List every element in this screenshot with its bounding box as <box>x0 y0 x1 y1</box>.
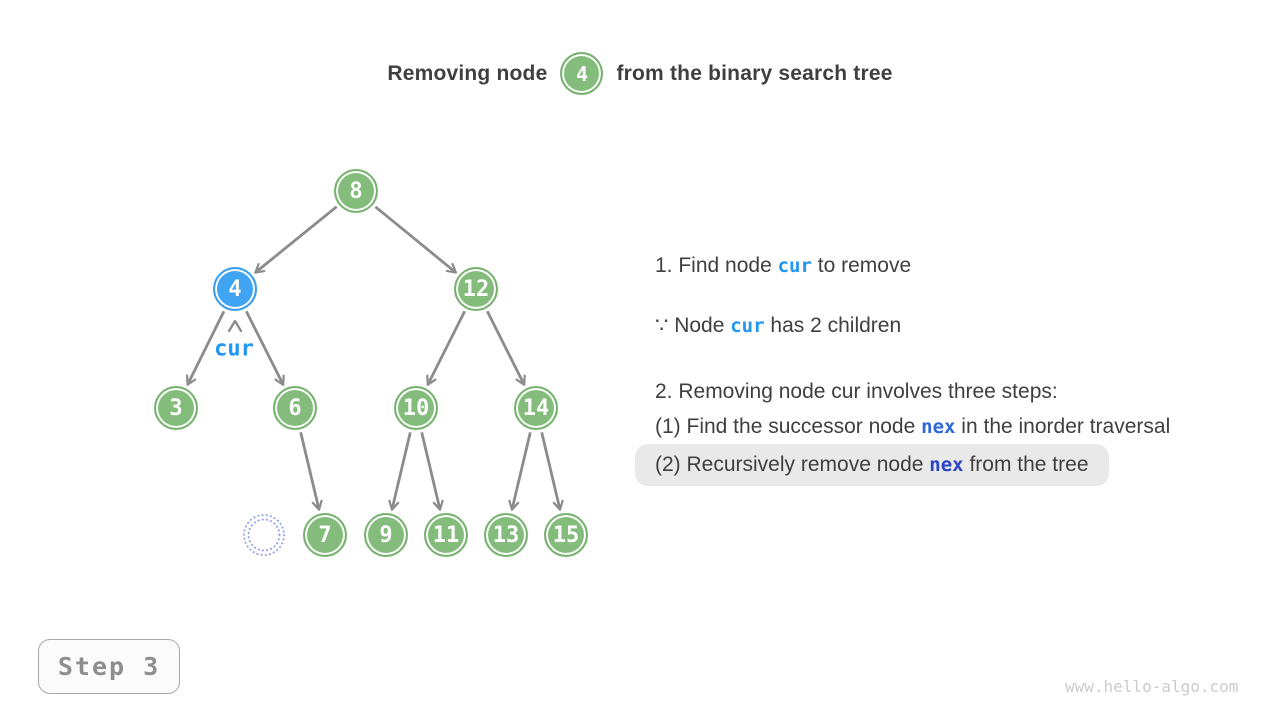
note-text: (1) Find the successor node <box>655 415 922 438</box>
note-line-2: ∵ Node cur has 2 children <box>655 311 901 341</box>
tree-edge-4-3 <box>185 310 226 386</box>
note-line-3: 2. Removing node cur involves three step… <box>655 377 1058 407</box>
tree-node-3: 3 <box>154 386 198 430</box>
tree-edge-12-10 <box>426 310 466 386</box>
nex-keyword: nex <box>921 416 956 438</box>
note-text: (2) Recursively remove node <box>655 453 930 476</box>
tree-node-15: 15 <box>544 513 588 557</box>
cur-keyword: cur <box>730 315 765 337</box>
title-node-circle: 4 <box>560 52 604 95</box>
tree-node-13: 13 <box>484 513 528 557</box>
tree-node-12: 12 <box>454 267 498 311</box>
tree-edge-12-14 <box>486 310 526 386</box>
note-text: has 2 children <box>764 314 902 337</box>
tree-edge-10-9 <box>388 431 412 511</box>
note-text: to remove <box>811 254 912 277</box>
tree-node-9: 9 <box>364 513 408 557</box>
title-node-value: 4 <box>575 61 588 86</box>
note-line-5: (2) Recursively remove node nex from the… <box>655 450 1089 480</box>
tree-edge-14-15 <box>540 431 564 511</box>
tree-edge-8-4 <box>254 205 338 274</box>
title-suffix: from the binary search tree <box>616 61 893 85</box>
tree-edge-14-13 <box>508 431 532 511</box>
tree-node-4: 4 <box>213 267 257 311</box>
note-text: from the tree <box>963 453 1089 476</box>
cur-pointer-caret <box>227 319 243 333</box>
note-text: 2. Removing node cur involves three step… <box>655 380 1058 403</box>
note-text: in the inorder traversal <box>955 415 1171 438</box>
tree-node-6: 6 <box>273 386 317 430</box>
note-text: 1. Find node <box>655 254 778 277</box>
tree-edge-10-11 <box>420 431 444 511</box>
tree-node-11: 11 <box>424 513 468 557</box>
tree-edge-8-12 <box>374 205 457 274</box>
tree-edges-svg <box>185 205 564 556</box>
note-line-5-highlight: (2) Recursively remove node nex from the… <box>635 444 1109 486</box>
tree-node-14: 14 <box>514 386 558 430</box>
step-badge-label: Step 3 <box>57 652 161 681</box>
cur-keyword: cur <box>777 255 812 277</box>
note-line-4: (1) Find the successor node nex in the i… <box>655 412 1170 442</box>
tree-node-7: 7 <box>303 513 347 557</box>
cur-pointer-label: cur <box>214 336 254 362</box>
tree-edge-4-6 <box>245 310 285 386</box>
watermark: www.hello-algo.com <box>1065 677 1239 696</box>
nex-keyword: nex <box>929 454 964 476</box>
tree-node-8: 8 <box>334 169 378 213</box>
note-text: ∵ Node <box>655 314 731 337</box>
note-line-1: 1. Find node cur to remove <box>655 251 911 281</box>
ghost-node-placeholder <box>243 514 285 556</box>
tree-edge-6-7 <box>299 431 323 511</box>
tree-node-10: 10 <box>394 386 438 430</box>
title-prefix: Removing node <box>387 61 548 85</box>
page-title: Removing node 4 from the binary search t… <box>0 52 1280 95</box>
step-badge[interactable]: Step 3 <box>38 639 180 694</box>
